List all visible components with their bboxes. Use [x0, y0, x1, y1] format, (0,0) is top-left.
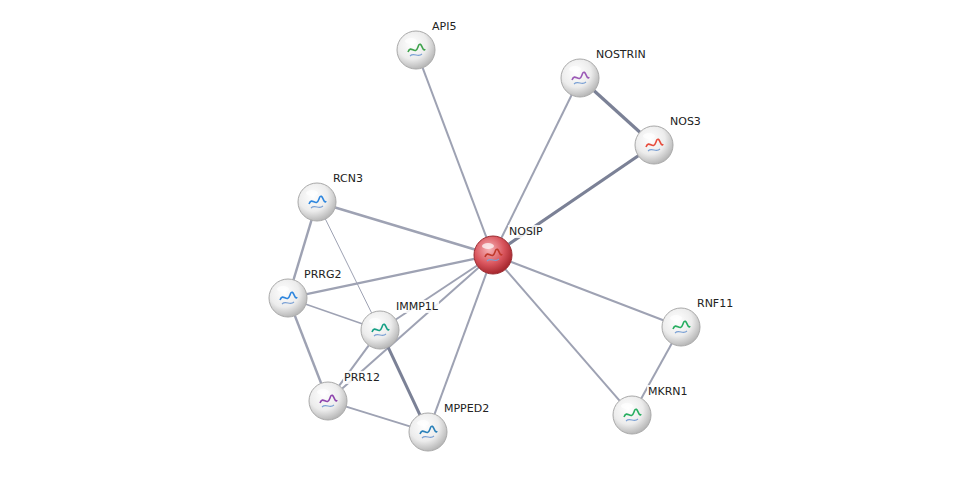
- protein-node: PRR12: [308, 381, 348, 421]
- node-label: PRRG2: [303, 268, 342, 281]
- node-sphere: [634, 125, 674, 165]
- node-sphere: [560, 58, 600, 98]
- node-label: NOSTRIN: [595, 48, 647, 61]
- node-label: RCN3: [332, 172, 364, 185]
- node-label: IMMP1L: [395, 300, 439, 313]
- protein-node: RNF11: [661, 307, 701, 347]
- interaction-edge: [511, 262, 664, 320]
- node-sphere: [268, 278, 308, 318]
- interaction-edge: [594, 91, 640, 132]
- protein-node: NOSIP: [473, 235, 513, 275]
- protein-node: IMMP1L: [360, 310, 400, 350]
- interaction-edge: [306, 304, 362, 324]
- interaction-edge: [335, 207, 475, 249]
- interaction-edge: [396, 266, 477, 320]
- interaction-edge: [501, 95, 571, 238]
- interaction-edge: [295, 316, 321, 384]
- node-label: API5: [431, 20, 457, 33]
- node-sphere: [396, 30, 436, 70]
- node-sphere: [297, 182, 337, 222]
- protein-node: MKRN1: [612, 395, 652, 435]
- node-label: NOS3: [669, 115, 702, 128]
- node-sphere: [473, 235, 513, 275]
- node-sphere: [612, 395, 652, 435]
- interaction-edge: [505, 269, 619, 400]
- node-label: RNF11: [696, 297, 734, 310]
- interaction-edge: [388, 347, 420, 415]
- node-label: NOSIP: [508, 225, 544, 238]
- protein-node: RCN3: [297, 182, 337, 222]
- node-label: MPPED2: [443, 402, 490, 415]
- node-sphere: [661, 307, 701, 347]
- protein-node: API5: [396, 30, 436, 70]
- node-sphere: [308, 381, 348, 421]
- interaction-edge: [423, 68, 487, 237]
- protein-node: PRRG2: [268, 278, 308, 318]
- protein-node: MPPED2: [408, 412, 448, 452]
- interaction-edge: [435, 273, 487, 414]
- interaction-edge: [325, 219, 371, 313]
- node-label: MKRN1: [647, 385, 689, 398]
- protein-node: NOSTRIN: [560, 58, 600, 98]
- node-sphere: [360, 310, 400, 350]
- interaction-edge: [509, 156, 639, 245]
- node-sphere: [408, 412, 448, 452]
- interaction-edge: [342, 268, 479, 389]
- interaction-edge: [346, 407, 410, 427]
- node-label: PRR12: [343, 371, 381, 384]
- protein-node: NOS3: [634, 125, 674, 165]
